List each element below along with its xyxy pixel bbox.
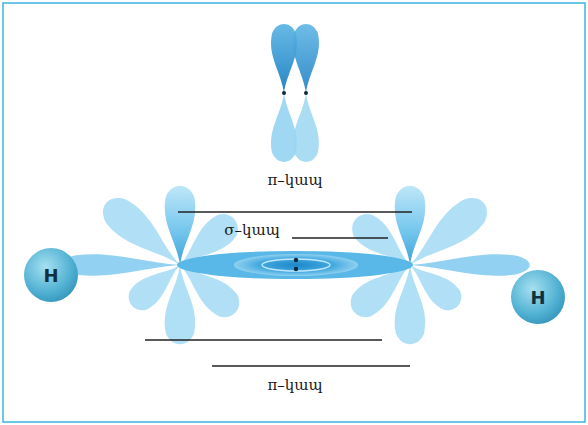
orbital-lobe: [395, 265, 426, 344]
orbital-lobe: [293, 93, 319, 162]
electron-dot: [294, 258, 298, 262]
bond-label: π–կապ: [267, 171, 322, 189]
hydrogen-atom: H: [24, 248, 78, 302]
bond-label: π–կապ: [267, 376, 322, 394]
nucleus-dot: [282, 91, 286, 95]
pi-bond-line: [292, 237, 388, 238]
orbital-lobe: [271, 24, 297, 93]
orbital-lobe: [293, 24, 319, 93]
hydrogen-atom: H: [511, 270, 565, 324]
pi-bond-line: [212, 365, 410, 366]
sigma-bond-lobe: [177, 251, 413, 279]
sigma-bond-core: [234, 254, 358, 276]
orbital-lobe: [165, 265, 196, 344]
pi-bond-line: [178, 211, 412, 212]
bond-label: σ–կապ: [224, 221, 280, 239]
orbital-lobe: [165, 186, 196, 265]
orbital-lobe: [271, 93, 297, 162]
orbital-lobe: [395, 186, 426, 265]
atom-symbol: H: [43, 265, 58, 286]
electron-dot: [294, 267, 298, 271]
orbital-lobes: [60, 24, 530, 344]
nucleus-dot: [304, 91, 308, 95]
frame-border: [3, 3, 585, 422]
pi-bond-line: [145, 339, 382, 340]
atom-symbol: H: [530, 287, 545, 308]
